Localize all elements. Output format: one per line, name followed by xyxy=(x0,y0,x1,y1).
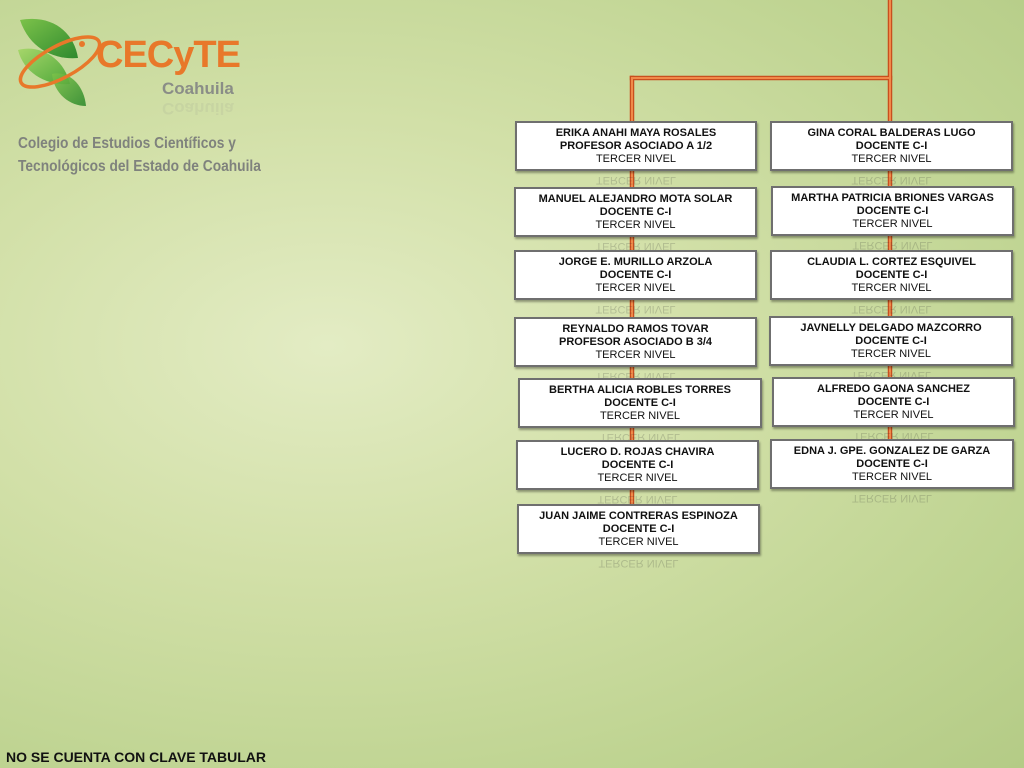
staff-level: TERCER NIVEL xyxy=(851,153,932,165)
staff-level: TERCER NIVEL xyxy=(851,282,932,294)
staff-name: JORGE E. MURILLO ARZOLA xyxy=(558,256,713,268)
institution-name: Colegio de Estudios Científicos y Tecnol… xyxy=(18,132,261,178)
staff-name: LUCERO D. ROJAS CHAVIRA xyxy=(560,446,715,458)
staff-role: DOCENTE C-I xyxy=(856,458,928,470)
staff-name: BERTHA ALICIA ROBLES TORRES xyxy=(549,384,731,396)
staff-role: PROFESOR ASOCIADO A 1/2 xyxy=(559,140,713,152)
staff-role: DOCENTE C-I xyxy=(855,335,927,347)
cecyte-leaf-orbit-icon xyxy=(18,18,102,106)
staff-card-edna-gonzalez: EDNA J. GPE. GONZALEZ DE GARZA DOCENTE C… xyxy=(770,439,1014,504)
staff-level-reflection: TERCER NIVEL xyxy=(595,174,677,186)
staff-card-gina-balderas: GINA CORAL BALDERAS LUGO DOCENTE C-I TER… xyxy=(770,121,1013,186)
staff-role: DOCENTE C-I xyxy=(599,269,672,281)
staff-level: TERCER NIVEL xyxy=(851,471,933,483)
staff-level: TERCER NIVEL xyxy=(853,409,934,421)
staff-card-martha-briones: MARTHA PATRICIA BRIONES VARGAS DOCENTE C… xyxy=(771,186,1014,251)
staff-level: TERCER NIVEL xyxy=(597,472,678,484)
staff-card-reynaldo-ramos: REYNALDO RAMOS TOVAR PROFESOR ASOCIADO B… xyxy=(514,317,757,382)
staff-level: TERCER NIVEL xyxy=(852,218,933,230)
staff-level-reflection: TERCER NIVEL xyxy=(595,303,676,315)
staff-role: DOCENTE C-I xyxy=(855,269,928,281)
staff-role: DOCENTE C-I xyxy=(855,140,928,152)
staff-level-reflection: TERCER NIVEL xyxy=(851,492,933,504)
staff-role: DOCENTE C-I xyxy=(604,397,676,409)
cecyte-logo: CECyTE Coahuila Coahuila Colegio de Estu… xyxy=(12,14,261,184)
staff-name: JUAN JAIME CONTRERAS ESPINOZA xyxy=(539,510,738,522)
staff-card-erika-maya: ERIKA ANAHI MAYA ROSALES PROFESOR ASOCIA… xyxy=(515,121,757,186)
institution-name-line-2: Tecnológicos del Estado de Coahuila xyxy=(18,158,261,175)
staff-role: DOCENTE C-I xyxy=(602,523,675,535)
staff-card-lucero-rojas: LUCERO D. ROJAS CHAVIRA DOCENTE C-I TERC… xyxy=(516,440,759,505)
staff-level: TERCER NIVEL xyxy=(599,410,681,422)
staff-name: ALFREDO GAONA SANCHEZ xyxy=(817,383,970,395)
staff-role: DOCENTE C-I xyxy=(599,206,672,218)
staff-name: CLAUDIA L. CORTEZ ESQUIVEL xyxy=(807,256,976,268)
staff-card-javnelly-delgado: JAVNELLY DELGADO MAZCORRO DOCENTE C-I TE… xyxy=(769,316,1013,381)
staff-level-reflection: TERCER NIVEL xyxy=(598,557,679,569)
logo-brand-text: CECyTE xyxy=(96,34,241,76)
staff-level-reflection: TERCER NIVEL xyxy=(851,303,932,315)
staff-card-alfredo-gaona: ALFREDO GAONA SANCHEZ DOCENTE C-I TERCER… xyxy=(772,377,1015,442)
staff-role: DOCENTE C-I xyxy=(601,459,674,471)
staff-card-jorge-murillo: JORGE E. MURILLO ARZOLA DOCENTE C-I TERC… xyxy=(514,250,757,315)
footer-note: NO SE CUENTA CON CLAVE TABULAR xyxy=(6,749,267,765)
staff-role: DOCENTE C-I xyxy=(857,396,930,408)
staff-name: ERIKA ANAHI MAYA ROSALES xyxy=(555,127,717,139)
staff-card-bertha-robles: BERTHA ALICIA ROBLES TORRES DOCENTE C-I … xyxy=(518,378,762,443)
staff-level: TERCER NIVEL xyxy=(595,282,676,294)
staff-name: REYNALDO RAMOS TOVAR xyxy=(562,323,709,335)
staff-role: PROFESOR ASOCIADO B 3/4 xyxy=(558,336,712,348)
staff-name: MARTHA PATRICIA BRIONES VARGAS xyxy=(791,192,994,204)
staff-card-juan-contreras: JUAN JAIME CONTRERAS ESPINOZA DOCENTE C-… xyxy=(517,504,760,569)
staff-level: TERCER NIVEL xyxy=(598,536,679,548)
staff-level-reflection: TERCER NIVEL xyxy=(851,174,932,186)
staff-name: MANUEL ALEJANDRO MOTA SOLAR xyxy=(538,193,733,205)
staff-level: TERCER NIVEL xyxy=(850,348,932,360)
staff-role: DOCENTE C-I xyxy=(856,205,929,217)
logo-region-text: Coahuila xyxy=(162,79,234,98)
logo-region-reflection: Coahuila xyxy=(162,99,234,118)
staff-level: TERCER NIVEL xyxy=(595,219,676,231)
staff-name: JAVNELLY DELGADO MAZCORRO xyxy=(800,322,982,334)
staff-level: TERCER NIVEL xyxy=(595,349,676,361)
staff-level: TERCER NIVEL xyxy=(595,153,677,165)
institution-name-line-1: Colegio de Estudios Científicos y xyxy=(18,135,236,152)
staff-name: GINA CORAL BALDERAS LUGO xyxy=(807,127,976,139)
staff-card-claudia-cortez: CLAUDIA L. CORTEZ ESQUIVEL DOCENTE C-I T… xyxy=(770,250,1013,315)
staff-name: EDNA J. GPE. GONZALEZ DE GARZA xyxy=(793,445,991,457)
staff-card-manuel-mota: MANUEL ALEJANDRO MOTA SOLAR DOCENTE C-I … xyxy=(514,187,757,252)
